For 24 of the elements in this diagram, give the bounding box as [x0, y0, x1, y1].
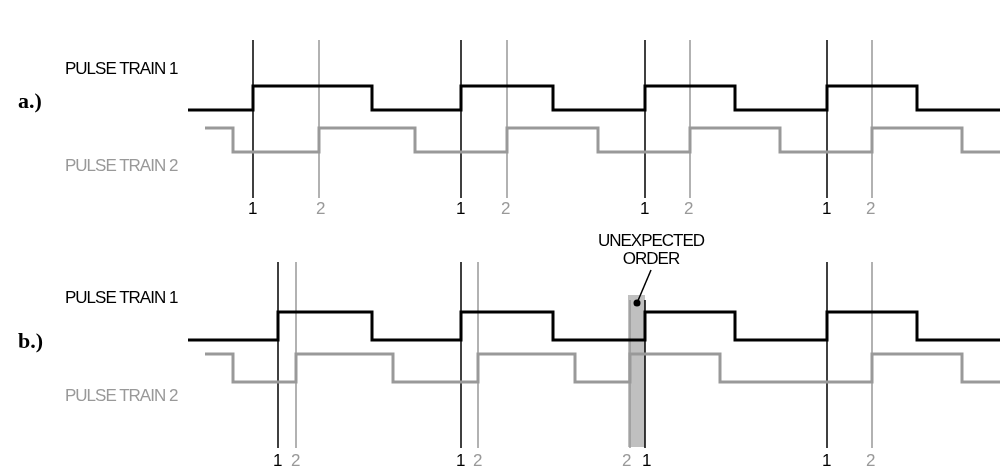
pulse-number: 2 [316, 200, 325, 218]
pulse-number: 2 [473, 452, 482, 470]
pulse-number: 1 [642, 452, 651, 470]
pulse-number: 1 [456, 452, 465, 470]
pulse-number: 1 [456, 200, 465, 218]
pulse-number: 2 [866, 200, 875, 218]
pulse-number: 1 [822, 452, 831, 470]
signal-name: PULSE TRAIN 2 [65, 387, 178, 405]
pulse-number: 2 [291, 452, 300, 470]
pulse-number: 1 [822, 200, 831, 218]
pulse-number: 2 [866, 452, 875, 470]
pulse-number: 1 [248, 200, 257, 218]
leader-line [633, 269, 652, 307]
signal-name: PULSE TRAIN 1 [65, 60, 178, 78]
panel-label: a.) [18, 89, 42, 113]
pulse-number: 1 [273, 452, 282, 470]
pulse-number: 2 [622, 452, 631, 470]
panel-label: b.) [18, 329, 44, 353]
signal-name: PULSE TRAIN 2 [65, 157, 178, 175]
callout-text: UNEXPECTED ORDER [596, 232, 706, 268]
pulse-number: 2 [684, 200, 693, 218]
pulse-number: 2 [501, 200, 510, 218]
signal-name: PULSE TRAIN 1 [65, 289, 178, 307]
pulse-number: 1 [640, 200, 649, 218]
